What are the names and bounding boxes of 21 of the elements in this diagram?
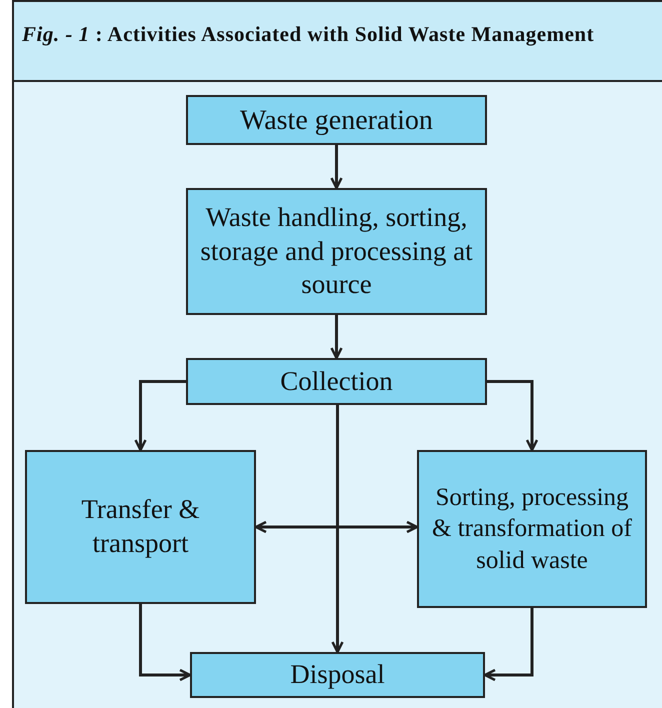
- arrow: [134, 380, 186, 452]
- arrow: [330, 315, 343, 360]
- box-label: Sorting, processing & transformation of solid waste: [431, 483, 633, 576]
- arrow: [330, 145, 343, 190]
- process-box: [417, 450, 647, 608]
- arrow: [484, 608, 534, 682]
- process-box: [186, 95, 487, 145]
- figure-title: Fig. - 1 : Activities Associated with Solid Waste Management: [22, 21, 596, 48]
- arrow: [139, 604, 192, 682]
- box-label: Waste handling, sorting, storage and processing at source: [199, 200, 474, 302]
- arrow: [254, 520, 418, 534]
- box-label: Transfer & transport: [80, 493, 201, 560]
- arrow: [487, 380, 538, 452]
- box-label: Collection: [280, 364, 393, 398]
- box-label: Waste generation: [240, 104, 433, 138]
- process-box: [186, 358, 487, 405]
- box-label: Disposal: [290, 658, 385, 692]
- process-box: [186, 188, 487, 315]
- process-box: [190, 652, 485, 698]
- process-box: [25, 450, 256, 604]
- arrow: [331, 405, 344, 654]
